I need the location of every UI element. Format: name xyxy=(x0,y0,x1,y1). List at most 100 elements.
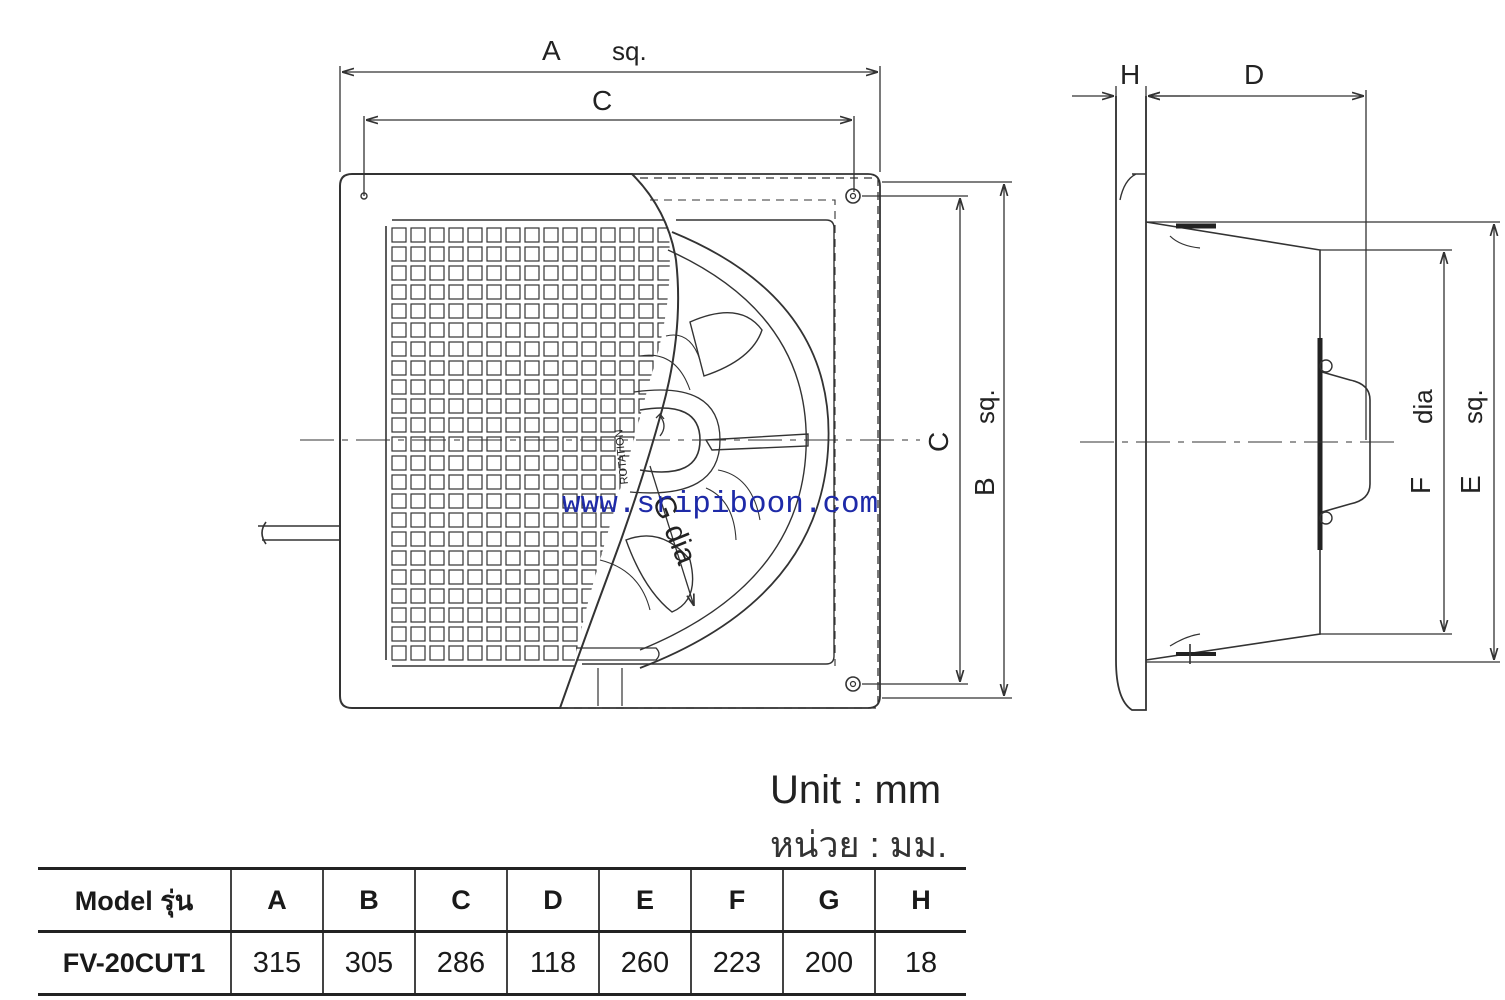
grille-hole xyxy=(543,341,559,357)
grille-hole xyxy=(505,645,521,661)
grille-hole xyxy=(467,246,483,262)
grille-hole xyxy=(486,531,502,547)
cell-d: 118 xyxy=(506,931,600,995)
grille-hole xyxy=(429,227,445,243)
grille-hole xyxy=(638,550,654,566)
grille-hole xyxy=(600,474,616,490)
grille-hole xyxy=(562,607,578,623)
grille-hole xyxy=(524,303,540,319)
col-header-e: E xyxy=(598,868,692,933)
rotation-label: ROTATION xyxy=(613,429,631,485)
grille-hole xyxy=(486,550,502,566)
grille-hole xyxy=(505,607,521,623)
grille-hole xyxy=(562,417,578,433)
grille-hole xyxy=(391,246,407,262)
grille-hole xyxy=(581,303,597,319)
grille-hole xyxy=(543,531,559,547)
grille-hole xyxy=(524,284,540,300)
grille-hole xyxy=(448,398,464,414)
grille-hole xyxy=(410,626,426,642)
grille-hole xyxy=(391,417,407,433)
grille-hole xyxy=(410,246,426,262)
grille-hole xyxy=(619,417,635,433)
grille-hole xyxy=(562,227,578,243)
dim-label-f: F xyxy=(1405,477,1436,494)
grille-hole xyxy=(619,550,635,566)
grille-hole xyxy=(638,531,654,547)
front-view xyxy=(258,173,920,709)
grille-hole xyxy=(581,360,597,376)
col-header-d: D xyxy=(506,868,600,933)
grille-hole xyxy=(600,360,616,376)
grille-hole xyxy=(657,569,670,585)
grille-hole xyxy=(429,645,445,661)
grille-hole xyxy=(505,588,521,604)
grille-hole xyxy=(657,284,670,300)
grille-hole xyxy=(543,227,559,243)
grille-hole xyxy=(562,303,578,319)
grille-hole xyxy=(562,531,578,547)
grille-hole xyxy=(410,227,426,243)
grille-hole xyxy=(448,436,464,452)
grille-hole xyxy=(505,341,521,357)
grille-hole xyxy=(562,436,578,452)
grille-hole xyxy=(467,474,483,490)
grille-pattern xyxy=(391,227,670,661)
grille-hole xyxy=(486,512,502,528)
grille-hole xyxy=(600,246,616,262)
grille-hole xyxy=(486,569,502,585)
grille-hole xyxy=(619,379,635,395)
grille-hole xyxy=(505,360,521,376)
grille-hole xyxy=(600,322,616,338)
grille-hole xyxy=(657,341,670,357)
grille-hole xyxy=(543,265,559,281)
grille-hole xyxy=(391,531,407,547)
grille-hole xyxy=(448,360,464,376)
grille-hole xyxy=(410,265,426,281)
grille-hole xyxy=(467,341,483,357)
grille-hole xyxy=(524,493,540,509)
grille-hole xyxy=(581,284,597,300)
grille-hole xyxy=(524,265,540,281)
grille-hole xyxy=(600,493,616,509)
grille-hole xyxy=(600,341,616,357)
grille-hole xyxy=(619,265,635,281)
dim-label-c-side: C xyxy=(923,432,954,452)
grille-hole xyxy=(581,493,597,509)
grille-hole xyxy=(524,474,540,490)
grille-hole xyxy=(619,341,635,357)
grille-hole xyxy=(391,569,407,585)
grille-hole xyxy=(562,265,578,281)
grille-hole xyxy=(524,436,540,452)
grille-hole xyxy=(581,569,597,585)
watermark: www.sripiboon.com xyxy=(562,487,878,522)
grille-hole xyxy=(448,265,464,281)
grille-hole xyxy=(448,284,464,300)
grille-hole xyxy=(562,360,578,376)
grille-hole xyxy=(505,550,521,566)
cell-c: 286 xyxy=(414,931,508,995)
grille-hole xyxy=(486,341,502,357)
cell-h: 18 xyxy=(874,931,966,995)
grille-hole xyxy=(600,531,616,547)
grille-hole xyxy=(467,550,483,566)
grille-hole xyxy=(391,379,407,395)
grille-hole xyxy=(429,626,445,642)
grille-hole xyxy=(562,569,578,585)
grille-hole xyxy=(600,398,616,414)
grille-hole xyxy=(486,626,502,642)
grille-hole xyxy=(410,322,426,338)
grille-hole xyxy=(562,493,578,509)
grille-hole xyxy=(600,436,616,452)
grille-hole xyxy=(581,550,597,566)
grille-hole xyxy=(467,398,483,414)
grille-hole xyxy=(562,379,578,395)
grille-hole xyxy=(486,436,502,452)
grille-hole xyxy=(467,436,483,452)
grille-hole xyxy=(638,227,654,243)
grille-hole xyxy=(600,303,616,319)
grille-hole xyxy=(543,455,559,471)
grille-hole xyxy=(467,379,483,395)
grille-hole xyxy=(391,474,407,490)
grille-hole xyxy=(600,455,616,471)
